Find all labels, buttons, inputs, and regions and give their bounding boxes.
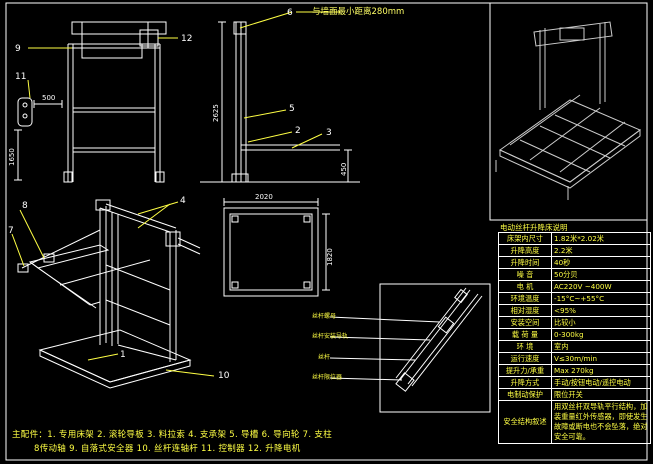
callout-12: 12	[181, 34, 193, 44]
drawing-border	[5, 2, 648, 461]
dim-1650: 1650	[8, 148, 16, 166]
spec-row: 环 境室内	[498, 340, 651, 353]
spec-row: 安装空间比较小	[498, 316, 651, 329]
spec-value: Max 270kg	[551, 364, 651, 377]
spec-safety-text: 用双丝杆双导轨平行结构，加装重量红外传感器，即使发生故障或断电也不会坠落，绝对安…	[551, 400, 651, 444]
parts-legend-line1: 主配件：1. 专用床架 2. 滚轮导板 3. 料拉索 4. 支承架 5. 导槽 …	[12, 430, 332, 440]
callout-9: 9	[15, 44, 21, 54]
callout-7: 7	[8, 226, 14, 236]
spec-row: 相对湿度<95%	[498, 304, 651, 317]
spec-key: 噪 音	[498, 268, 552, 281]
spec-key: 床架内尺寸	[498, 232, 552, 245]
spec-value: 限位开关	[551, 388, 651, 401]
spec-value: -15°C~+55°C	[551, 292, 651, 305]
callout-1: 1	[120, 350, 126, 360]
detail-label-limiter: 丝杆限位器	[312, 374, 343, 381]
leader-lines	[11, 11, 340, 377]
spec-safety-key: 安全结构叙述	[498, 400, 552, 444]
spec-value: 2.2米	[551, 244, 651, 257]
plan-view	[223, 198, 330, 297]
spec-row: 电制动保护限位开关	[498, 388, 651, 401]
spec-key: 运行速度	[498, 352, 552, 365]
side-view	[200, 21, 360, 183]
spec-key: 安装空间	[498, 316, 552, 329]
spec-key: 环境温度	[498, 292, 552, 305]
spec-value: 比较小	[551, 316, 651, 329]
spec-key: 电 机	[498, 280, 552, 293]
spec-row: 环境温度-15°C~+55°C	[498, 292, 651, 305]
spec-key: 环 境	[498, 340, 552, 353]
dim-1820: 1820	[326, 248, 334, 266]
spec-value: <95%	[551, 304, 651, 317]
spec-value: 1.82米*2.02米	[551, 232, 651, 245]
dim-500: 500	[42, 94, 56, 102]
spec-value: 50分贝	[551, 268, 651, 281]
spec-value: 0-300kg	[551, 328, 651, 341]
spec-value: 室内	[551, 340, 651, 353]
detail-view	[329, 283, 491, 413]
front-view	[63, 21, 167, 183]
spec-title: 电动丝杆升降床说明	[500, 223, 568, 232]
render-frame	[489, 2, 648, 221]
spec-key: 载 荷 量	[498, 328, 552, 341]
callout-3: 3	[326, 128, 332, 138]
spec-value: V≤30m/min	[551, 352, 651, 365]
spec-row: 升降方式手动/按钮电动/遥控电动	[498, 376, 651, 389]
detail-label-nut: 丝杆螺母	[312, 313, 337, 320]
detail-label-rail: 丝杆安装导轨	[312, 333, 349, 340]
callout-5: 5	[289, 104, 295, 114]
spec-key: 升降高度	[498, 244, 552, 257]
spec-key: 电制动保护	[498, 388, 552, 401]
callout-2: 2	[295, 126, 301, 136]
spec-value: AC220V ~400W	[551, 280, 651, 293]
callout-4: 4	[180, 196, 186, 206]
controller-view	[14, 97, 63, 181]
parts-legend-line2: 8传动轴 9. 自落式安全器 10. 丝杆连轴杆 11. 控制器 12. 升降电…	[34, 444, 301, 454]
spec-row-safety: 安全结构叙述用双丝杆双导轨平行结构，加装重量红外传感器，即使发生故障或断电也不会…	[498, 400, 651, 444]
wall-distance-note: 与墙面最小距离280mm	[312, 7, 405, 17]
dim-2625: 2625	[212, 104, 220, 122]
spec-key: 提升力/承重	[498, 364, 552, 377]
isometric-view	[17, 199, 201, 389]
callout-8: 8	[22, 201, 28, 211]
dim-2020: 2020	[255, 193, 273, 201]
detail-label-screw: 丝杆	[318, 354, 331, 361]
dim-450: 450	[340, 162, 348, 176]
spec-key: 升降方式	[498, 376, 552, 389]
spec-value: 40秒	[551, 256, 651, 269]
spec-value: 手动/按钮电动/遥控电动	[551, 376, 651, 389]
callout-10: 10	[218, 371, 230, 381]
callout-11: 11	[15, 72, 27, 82]
render-view	[495, 21, 641, 200]
callout-6: 6	[287, 8, 293, 18]
spec-key: 相对湿度	[498, 304, 552, 317]
spec-key: 升降时间	[498, 256, 552, 269]
